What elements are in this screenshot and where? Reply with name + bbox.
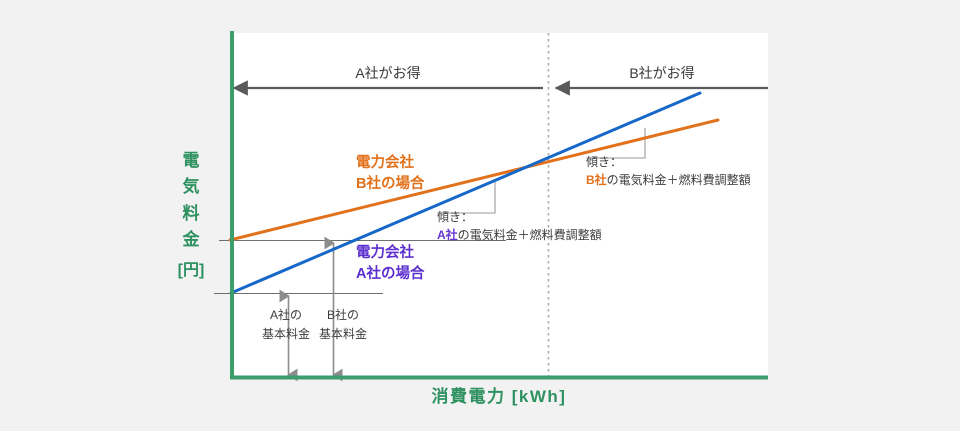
- series-label-company-a-line1: 電力会社: [356, 245, 414, 261]
- y-axis-label-char: 金: [182, 230, 200, 250]
- series-label-company-b-line1: 電力会社: [356, 155, 414, 171]
- series-line-company-a: [229, 91, 702, 295]
- basic-fee-label-company-a: A社の 基本料金: [250, 306, 322, 344]
- slope-note-company-a: 傾き： A社の電気料金＋燃料費調整額: [437, 208, 602, 244]
- series-label-company-b: 電力会社 B社の場合: [356, 153, 424, 195]
- basic-fee-label-company-b-line1: B社の: [326, 308, 359, 322]
- slope-note-company-b-company: B社: [586, 173, 607, 187]
- slope-note-company-a-body: A社の電気料金＋燃料費調整額: [437, 226, 602, 244]
- basic-fee-label-company-a-line1: A社の: [269, 308, 302, 322]
- series-label-company-a: 電力会社 A社の場合: [356, 243, 424, 285]
- y-axis-label-char: 料: [182, 203, 200, 223]
- slope-note-company-a-rest: の電気料金＋燃料費調整額: [457, 228, 602, 242]
- basic-fee-label-company-a-line2: 基本料金: [261, 327, 310, 342]
- slope-note-company-a-heading: 傾き：: [437, 210, 474, 224]
- region-label-company-b: B社がお得: [629, 65, 695, 81]
- slope-note-company-a-company: A社: [437, 228, 458, 242]
- series-line-company-b: [228, 118, 720, 242]
- slope-note-company-b-rest: の電気料金＋燃料費調整額: [606, 173, 751, 187]
- y-axis-label: 電 気 料 金 [円]: [168, 148, 214, 284]
- plot-area-background: [230, 33, 768, 379]
- slope-note-company-b-heading: 傾き：: [586, 155, 623, 169]
- leader-line-slope-a: [437, 182, 496, 214]
- region-label-company-a: A社がお得: [355, 65, 421, 81]
- basic-fee-label-company-b: B社の 基本料金: [307, 306, 379, 344]
- series-label-company-a-line2: A社の場合: [356, 266, 425, 283]
- y-axis-label-char: 電: [182, 151, 200, 170]
- slope-note-company-b-body: B社の電気料金＋燃料費調整額: [586, 171, 751, 189]
- y-axis-label-char: 気: [182, 177, 200, 197]
- x-axis-label: 消費電力 [kWh]: [431, 387, 567, 406]
- basic-fee-label-company-b-line2: 基本料金: [318, 327, 367, 342]
- series-label-company-b-line2: B社の場合: [356, 176, 425, 193]
- y-axis-unit: [円]: [177, 262, 205, 280]
- slope-note-company-b: 傾き： B社の電気料金＋燃料費調整額: [586, 153, 751, 189]
